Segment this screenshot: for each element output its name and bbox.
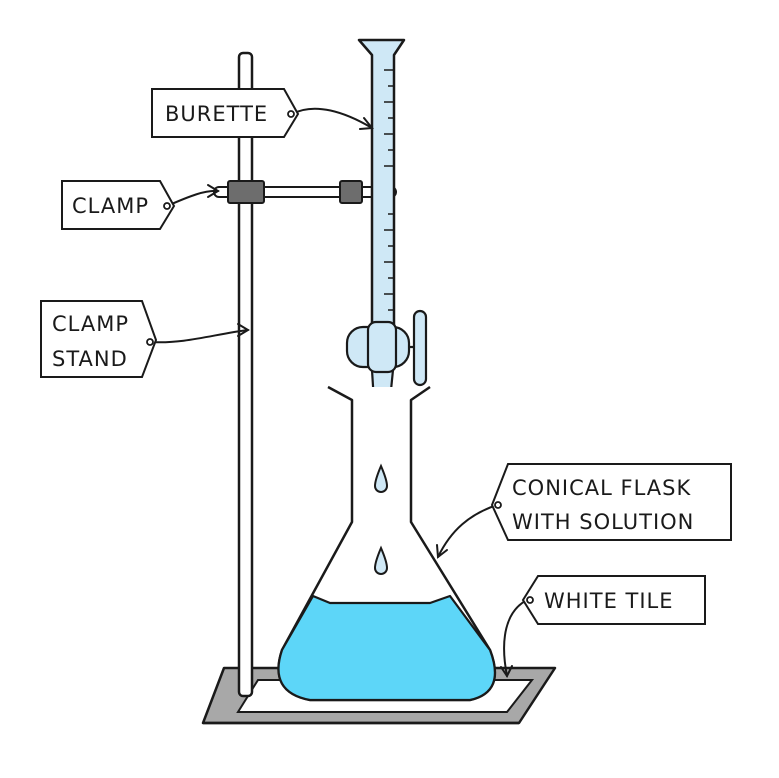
drops bbox=[373, 463, 389, 575]
clamp-stand-label-line1: CLAMP bbox=[52, 312, 129, 336]
label-conical-flask: CONICAL FLASK WITH SOLUTION bbox=[490, 463, 732, 541]
burette-graduations bbox=[384, 69, 394, 311]
flask-label-line2: WITH SOLUTION bbox=[512, 510, 694, 534]
burette-tap bbox=[345, 309, 428, 387]
burette-label-text: BURETTE bbox=[165, 102, 268, 126]
conical-flask bbox=[277, 385, 497, 702]
clamp bbox=[213, 180, 397, 204]
label-burette: BURETTE bbox=[151, 88, 300, 138]
label-clamp: CLAMP bbox=[61, 180, 176, 230]
clamp-stand-label-line2: STAND bbox=[52, 347, 128, 371]
solution bbox=[277, 594, 496, 702]
label-white-tile: WHITE TILE bbox=[521, 575, 706, 625]
clamp-stand-rod bbox=[237, 51, 254, 698]
label-clamp-stand: CLAMP STAND bbox=[40, 300, 158, 378]
pointer-arrows bbox=[150, 107, 530, 678]
clamp-label-text: CLAMP bbox=[72, 194, 149, 218]
flask-label-line1: CONICAL FLASK bbox=[512, 476, 691, 500]
white-tile-label-text: WHITE TILE bbox=[544, 589, 674, 613]
